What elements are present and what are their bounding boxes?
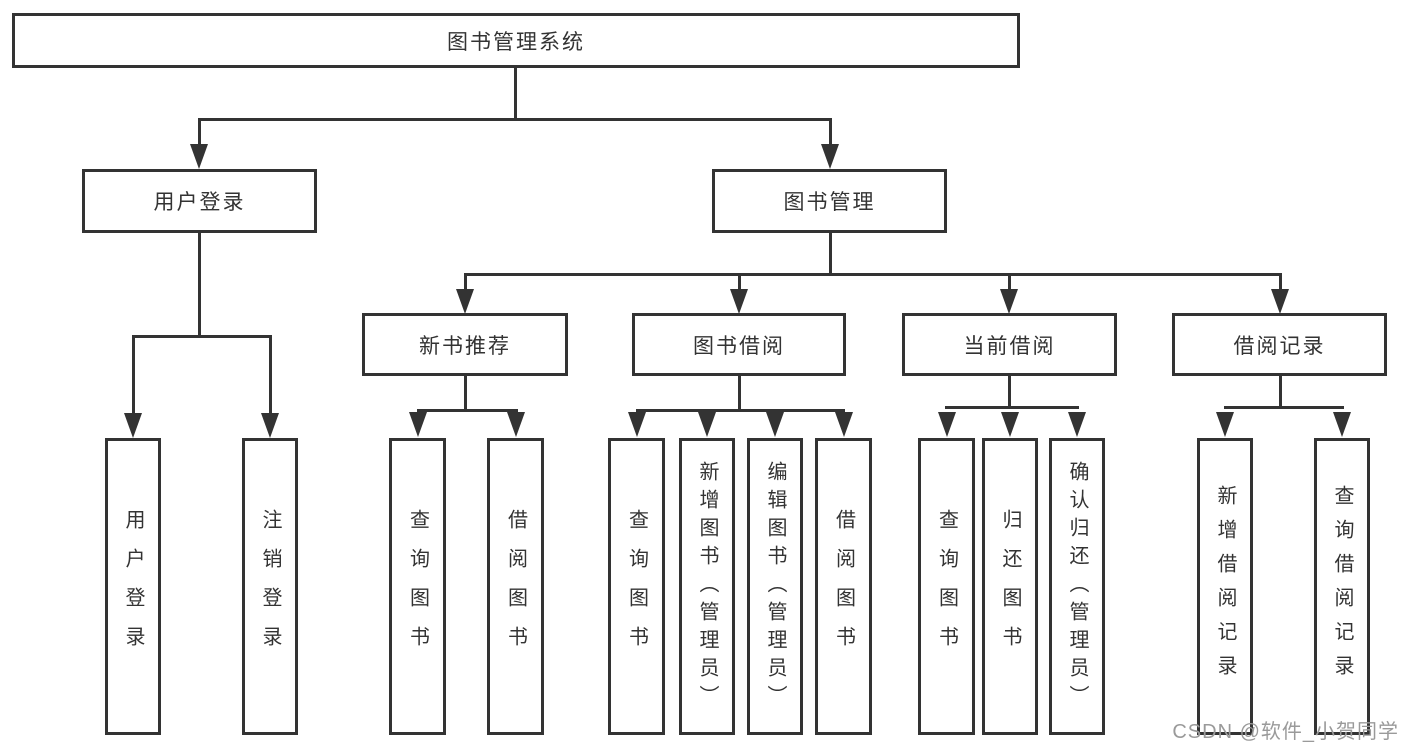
arrowhead-down-icon [1068, 412, 1086, 437]
connector-line [1279, 273, 1282, 291]
connector-line [198, 118, 201, 146]
arrowhead-down-icon [766, 412, 784, 437]
node-new-book-recommendation: 新书推荐 [362, 313, 568, 376]
node-label: 归还图书 [999, 508, 1021, 665]
node-label: 图书管理系统 [447, 30, 585, 54]
arrowhead-down-icon [730, 289, 748, 314]
connector-line [464, 273, 1282, 276]
connector-line [464, 273, 467, 291]
connector-line [738, 376, 741, 409]
arrowhead-down-icon [261, 413, 279, 438]
csdn-watermark: CSDN @软件_小贺同学 [1172, 721, 1399, 743]
connector-line [738, 273, 741, 291]
node-library-management-system: 图书管理系统 [12, 13, 1020, 68]
arrowhead-down-icon [698, 412, 716, 437]
node-label: 查询图书 [935, 508, 958, 665]
leaf-search-borrow-record: 查询借阅记录 [1314, 438, 1370, 735]
node-label: 查询图书 [625, 508, 648, 665]
leaf-borrow-books-recommend: 借阅图书 [487, 438, 544, 735]
leaf-borrow-books: 借阅图书 [815, 438, 872, 735]
connector-line [636, 409, 845, 412]
node-borrowing-records: 借阅记录 [1172, 313, 1387, 376]
arrowhead-down-icon [1001, 412, 1019, 437]
arrowhead-down-icon [938, 412, 956, 437]
node-label: 用户登录 [122, 508, 144, 665]
connector-line [198, 118, 832, 121]
connector-line [132, 335, 272, 338]
arrowhead-down-icon [507, 412, 525, 437]
connector-line [1279, 376, 1282, 406]
node-label: 新书推荐 [419, 334, 511, 358]
connector-line [198, 233, 201, 335]
connector-line [829, 233, 832, 273]
arrowhead-down-icon [456, 289, 474, 314]
leaf-confirm-return-admin: 确认归还（管理员） [1049, 438, 1105, 735]
leaf-search-books-recommend: 查询图书 [389, 438, 446, 735]
node-label: 新增图书（管理员） [696, 460, 718, 713]
arrowhead-down-icon [409, 412, 427, 437]
connector-line [1008, 376, 1011, 406]
connector-line [464, 376, 467, 409]
arrowhead-down-icon [821, 144, 839, 169]
arrowhead-down-icon [190, 144, 208, 169]
connector-line [1224, 406, 1344, 409]
leaf-user-login: 用户登录 [105, 438, 161, 735]
arrowhead-down-icon [1216, 412, 1234, 437]
connector-line [269, 335, 272, 415]
connector-line [417, 409, 518, 412]
leaf-logout: 注销登录 [242, 438, 298, 735]
connector-line [514, 68, 517, 118]
node-label: 确认归还（管理员） [1066, 460, 1088, 713]
node-book-borrowing: 图书借阅 [632, 313, 846, 376]
node-label: 借阅记录 [1233, 334, 1326, 358]
node-label: 借阅图书 [832, 508, 855, 665]
node-label: 注销登录 [259, 508, 281, 665]
node-label: 编辑图书（管理员） [764, 460, 786, 713]
node-label: 当前借阅 [963, 334, 1056, 358]
arrowhead-down-icon [835, 412, 853, 437]
node-label: 借阅图书 [504, 508, 527, 665]
leaf-search-books-current: 查询图书 [918, 438, 975, 735]
node-label: 用户登录 [153, 191, 246, 214]
node-user-login: 用户登录 [82, 169, 317, 233]
connector-line [945, 406, 1079, 409]
node-label: 新增借阅记录 [1214, 484, 1236, 689]
arrowhead-down-icon [1271, 289, 1289, 314]
leaf-return-book: 归还图书 [982, 438, 1038, 735]
connector-line [132, 335, 135, 415]
arrowhead-down-icon [1333, 412, 1351, 437]
node-label: 图书管理 [783, 191, 876, 214]
node-label: 查询借阅记录 [1331, 484, 1353, 689]
node-current-borrowing: 当前借阅 [902, 313, 1117, 376]
node-label: 查询图书 [406, 508, 429, 665]
node-book-management: 图书管理 [712, 169, 947, 233]
leaf-add-borrow-record: 新增借阅记录 [1197, 438, 1253, 735]
connector-line [1008, 273, 1011, 291]
leaf-add-book-admin: 新增图书（管理员） [679, 438, 735, 735]
leaf-search-books-borrow: 查询图书 [608, 438, 665, 735]
arrowhead-down-icon [124, 413, 142, 438]
connector-line [829, 118, 832, 146]
arrowhead-down-icon [628, 412, 646, 437]
node-label: 图书借阅 [693, 334, 785, 358]
arrowhead-down-icon [1000, 289, 1018, 314]
leaf-edit-book-admin: 编辑图书（管理员） [747, 438, 803, 735]
